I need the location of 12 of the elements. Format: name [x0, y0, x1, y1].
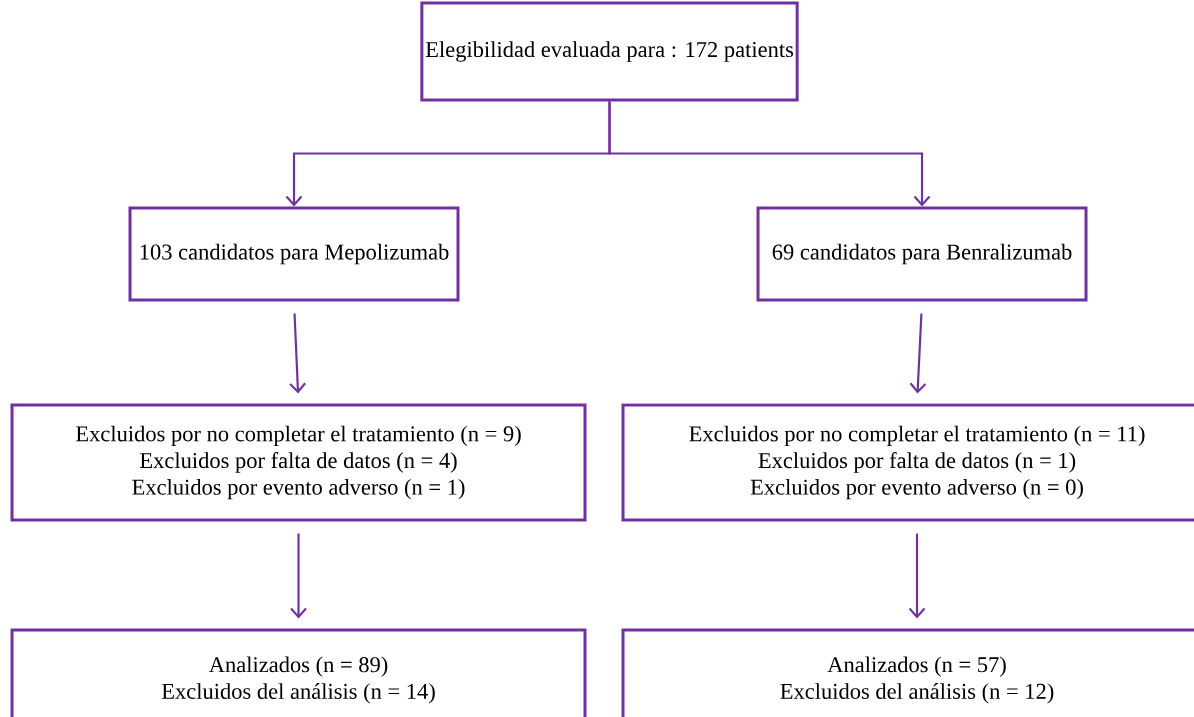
arrow	[289, 313, 306, 394]
process-box: Analizados (n = 89) Excluidos del análisis (n = 14)	[10, 628, 587, 717]
process-box: 69 candidatos para Benralizumab	[756, 206, 1088, 302]
process-box: Excluidos por no completar el tratamiento (n = 9) Excluidos por falta de datos (n = 4) Excluidos por evento adverso (n = 1)	[10, 403, 587, 522]
process-box: Excluidos por no completar el tratamiento (n = 11) Excluidos por falta de datos (n = 1) Excluidos por evento adverso (n = 0)	[621, 403, 1194, 522]
process-box: 103 candidatos para Mepolizumab	[128, 206, 460, 302]
arrow	[909, 313, 927, 394]
arrow	[290, 533, 307, 619]
process-box: Elegibilidad evaluada para : 172 patients	[420, 1, 799, 102]
arrow	[608, 101, 931, 207]
process-box: Analizados (n = 57) Excluidos del análisis (n = 12)	[621, 628, 1194, 717]
arrow	[908, 533, 926, 619]
